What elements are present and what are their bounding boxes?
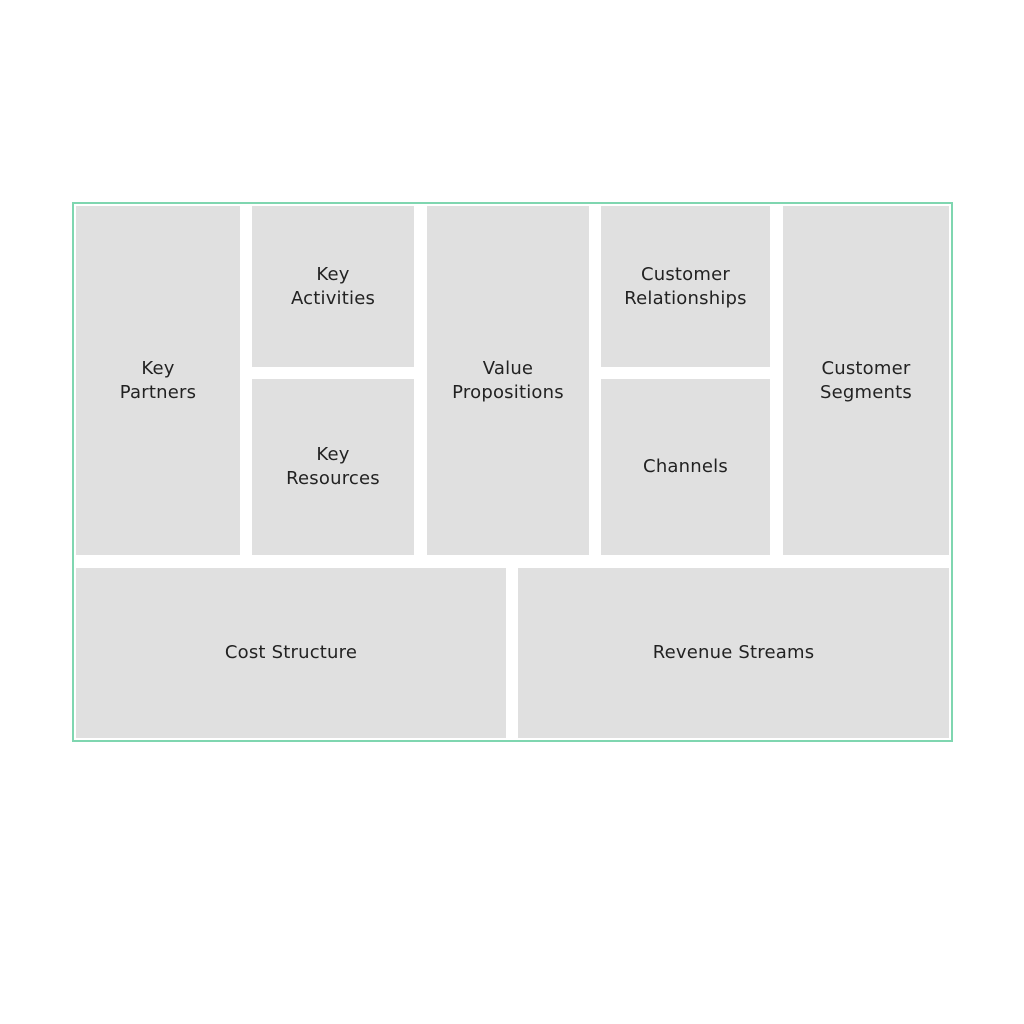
key-partners-label: Key Partners [119,357,197,403]
key-activities-block: Key Activities [252,206,414,367]
value-propositions-block: Value Propositions [427,206,589,555]
revenue-streams-label: Revenue Streams [652,642,815,663]
customer-segments-block: Customer Segments [783,206,949,555]
channels-label: Channels [643,456,728,477]
customer-segments-label: Customer Segments [820,357,912,403]
key-resources-label: Key Resources [286,444,380,489]
channels-block: Channels [601,379,770,555]
key-activities-label: Key Activities [290,263,376,309]
customer-relationships-block: Customer Relationships [601,206,770,367]
key-partners-block: Key Partners [76,206,240,555]
key-resources-block: Key Resources [252,379,414,555]
business-model-canvas: Key Partners Key Activities Key Resource… [72,202,953,742]
cost-structure-label: Cost Structure [224,642,358,663]
customer-relationships-label: Customer Relationships [624,263,747,309]
cost-structure-block: Cost Structure [76,568,506,738]
revenue-streams-block: Revenue Streams [518,568,949,738]
value-propositions-label: Value Propositions [452,357,564,403]
